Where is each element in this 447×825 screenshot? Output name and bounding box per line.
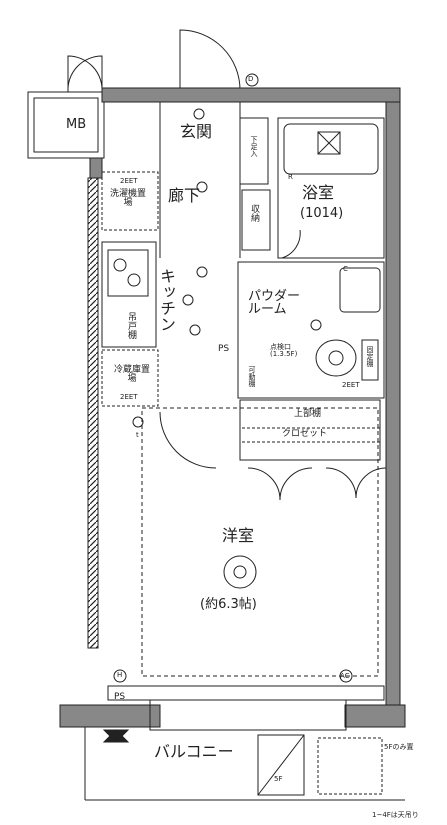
bath-size-label: (1014) <box>300 206 344 221</box>
fridge-note: 2EET <box>120 393 138 401</box>
entrance-door-left <box>67 55 103 93</box>
movable-shelf-label: 可動棚 <box>248 366 256 387</box>
mb-box <box>27 91 105 159</box>
hallway-label: 廊下 <box>168 186 201 205</box>
note-1-4f: 1~4Fは天吊り <box>372 811 419 819</box>
storage-closet <box>241 189 271 251</box>
t-mark: t <box>136 431 139 439</box>
wall-left-hatched <box>87 177 99 649</box>
shoe-label: 下足入 <box>250 136 258 157</box>
shoe-cabinet <box>239 117 269 185</box>
note-5f: 5F <box>274 775 283 783</box>
fixed-shelf-label: 固定棚 <box>366 346 374 367</box>
wall-bottom-left <box>59 704 161 728</box>
inspection-label: 点検口(1.3.5F) <box>270 343 298 358</box>
kitchen-label: キッチン <box>157 268 176 332</box>
washer-note: 2EET <box>120 177 138 185</box>
mb-label: MB <box>66 117 87 132</box>
note-5f-only: 5Fのみ置 <box>384 743 414 751</box>
ps-label-powder: PS <box>218 344 230 354</box>
upper-shelf-label: 上部棚 <box>294 409 322 419</box>
washer-label: 洗濯機置場 <box>109 189 146 208</box>
balcony-unit <box>317 737 383 795</box>
ceiling-light <box>223 555 257 589</box>
fridge-area <box>101 349 159 407</box>
bath-label: 浴室 <box>302 183 335 202</box>
powder-room-label: パウダールーム <box>248 289 301 317</box>
wall-right <box>385 101 401 706</box>
western-room-outline <box>141 407 379 677</box>
storage-label: 収納 <box>249 204 259 222</box>
wall-left-top <box>89 157 103 179</box>
western-room-size: (約6.3帖) <box>200 597 257 612</box>
kitchen-cabinet-label: 吊戸棚 <box>126 312 136 339</box>
r-mark-bath: R <box>288 173 293 181</box>
closet-label: クロゼット <box>282 429 328 439</box>
balcony-unit-5f <box>257 734 305 796</box>
fridge-label: 冷蔵庫置場 <box>113 365 150 384</box>
d-mark: D <box>248 75 254 83</box>
entrance-door-right <box>67 55 103 93</box>
genkan-label: 玄関 <box>180 122 213 141</box>
powder-room <box>237 261 385 399</box>
h-mark: H <box>117 671 123 679</box>
wall-top <box>101 87 401 103</box>
c-mark: C <box>343 265 348 273</box>
closet <box>239 399 381 461</box>
toilet-note: 2EET <box>342 381 360 389</box>
western-room-label: 洋室 <box>222 526 255 545</box>
kitchen-door <box>159 411 217 469</box>
bathroom <box>277 117 385 259</box>
washer-area <box>101 171 159 231</box>
main-door <box>179 29 241 91</box>
ps-label-bottom: PS <box>114 692 126 702</box>
ac-mark: AC <box>340 672 350 680</box>
balcony-label: バルコニー <box>154 742 234 761</box>
kitchen-counter <box>101 241 157 348</box>
wall-bottom-right <box>344 704 406 728</box>
